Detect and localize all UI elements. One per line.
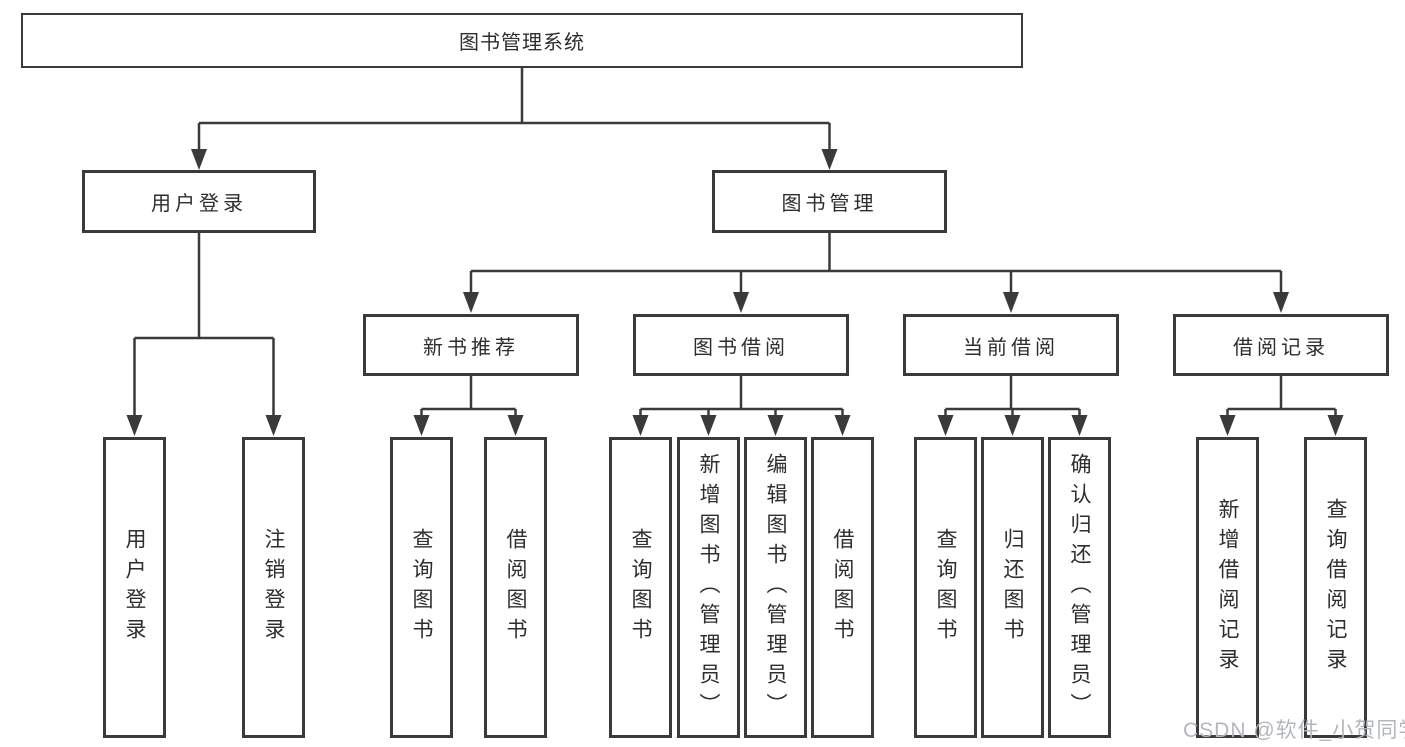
node-new-book-recommendation: 新书推荐: [363, 314, 579, 376]
node-user-login: 用户登录: [82, 170, 316, 233]
connector-login-to-leaves: [133, 233, 275, 428]
leaf-logout: 注销登录: [242, 437, 305, 738]
leaf-user-login: 用户登录: [103, 437, 166, 738]
leaf-query-books-current: 查询图书: [914, 437, 977, 738]
node-current-borrowing: 当前借阅: [903, 314, 1119, 376]
connector-root-to-level1: [197, 68, 831, 162]
connector-record-to-leaves: [1226, 376, 1337, 428]
leaf-edit-book-admin: 编辑图书（管理员）: [744, 437, 807, 738]
leaf-query-books-recommend: 查询图书: [390, 437, 453, 738]
leaf-add-book-admin: 新增图书（管理员）: [677, 437, 740, 738]
leaf-query-books-borrow: 查询图书: [609, 437, 672, 738]
node-borrowing-records: 借阅记录: [1173, 314, 1389, 376]
node-library-management-system: 图书管理系统: [21, 13, 1023, 68]
leaf-borrow-books: 借阅图书: [811, 437, 874, 738]
connector-bookmgmt-to-level2: [469, 233, 1283, 306]
csdn-watermark: CSDN @软件_小贺同学: [1183, 719, 1405, 742]
connector-newrec-to-leaves: [420, 376, 517, 428]
leaf-confirm-return-admin: 确认归还（管理员）: [1048, 437, 1111, 738]
leaf-add-borrow-record: 新增借阅记录: [1196, 437, 1259, 738]
connector-borrow-to-leaves: [639, 376, 844, 428]
node-book-borrowing: 图书借阅: [633, 314, 849, 376]
node-book-management: 图书管理: [712, 170, 947, 233]
leaf-query-borrow-record: 查询借阅记录: [1304, 437, 1367, 738]
leaf-return-book: 归还图书: [981, 437, 1044, 738]
leaf-borrow-books-recommend: 借阅图书: [484, 437, 547, 738]
